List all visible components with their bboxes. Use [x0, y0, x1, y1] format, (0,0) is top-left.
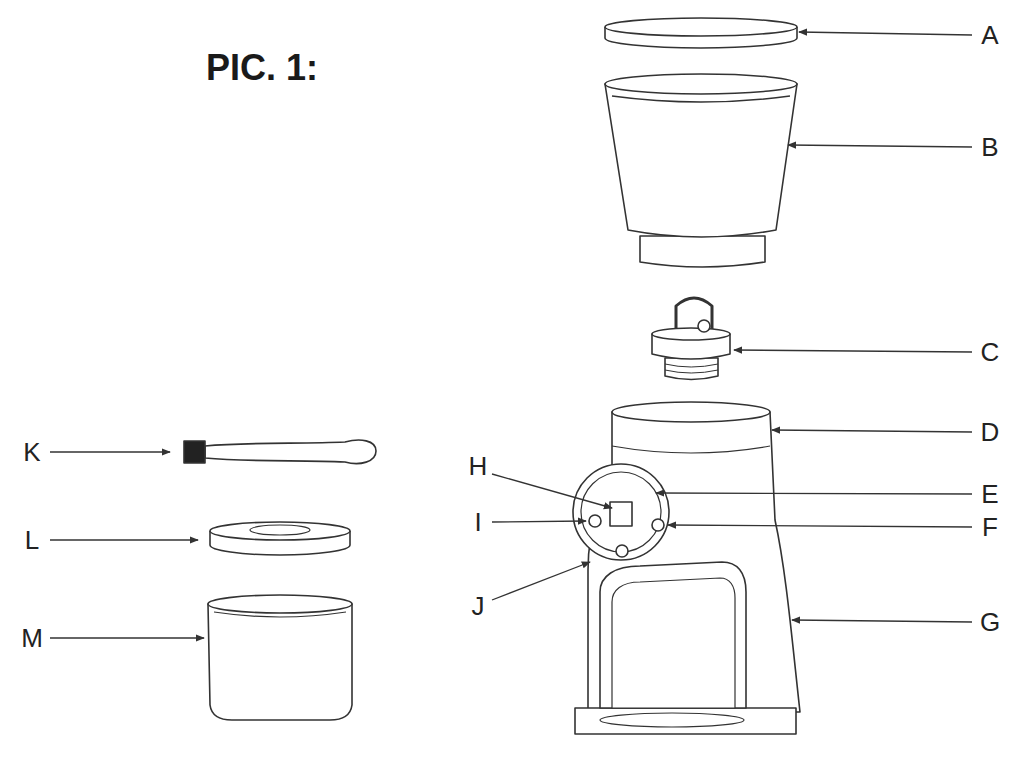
part-letter: A — [981, 22, 998, 48]
grinder-base — [573, 402, 800, 734]
part-letter: E — [981, 481, 998, 507]
part-letter: M — [21, 625, 43, 651]
upper-burr — [652, 298, 730, 380]
part-letter: B — [981, 134, 998, 160]
part-letter: J — [472, 593, 485, 619]
part-letter: L — [25, 527, 39, 553]
part-letter: D — [981, 419, 1000, 445]
part-letter: K — [23, 439, 40, 465]
cleaning-brush — [184, 440, 376, 463]
container-lid — [210, 522, 350, 555]
part-letter: F — [982, 514, 998, 540]
grounds-container — [208, 595, 352, 720]
leader-lines — [50, 32, 972, 638]
bean-hopper — [605, 74, 797, 267]
part-letter: G — [980, 609, 1000, 635]
figure-title: PIC. 1: — [206, 50, 318, 86]
part-letter: I — [474, 509, 481, 535]
part-letter: H — [469, 453, 488, 479]
hopper-lid — [605, 18, 797, 48]
part-letter: C — [981, 339, 1000, 365]
